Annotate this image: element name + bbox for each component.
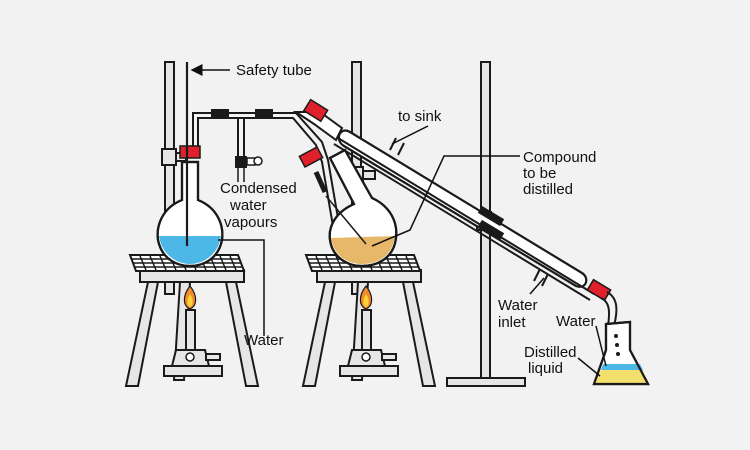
droplet (616, 352, 620, 356)
label-water: Water (244, 332, 283, 349)
tube-joint (255, 109, 273, 118)
stopper (179, 145, 201, 159)
label-compound: distilled (523, 181, 573, 198)
label-to-sink: to sink (398, 108, 442, 125)
right-burner (339, 285, 399, 377)
left-burner (163, 285, 223, 377)
stopper (298, 145, 324, 169)
label-condensed: water (229, 197, 267, 214)
label-condensed: vapours (224, 214, 277, 231)
label-distilled: Distilled (524, 344, 577, 361)
left-clamp (161, 148, 177, 166)
receiving-flask (592, 320, 650, 386)
stopper (586, 278, 612, 302)
left-rod (164, 61, 175, 295)
label-water-flask: Water (556, 313, 595, 330)
label-water-inlet: inlet (498, 314, 526, 331)
stopper (302, 98, 329, 123)
label-condensed: Condensed (220, 180, 297, 197)
label-compound: Compound (523, 149, 596, 166)
droplet (615, 343, 619, 347)
label-safety-tube: Safety tube (236, 62, 312, 79)
tube-joint (211, 109, 229, 118)
label-water-inlet: Water (498, 297, 537, 314)
label-compound: to be (523, 165, 556, 182)
right-stand-base (446, 377, 526, 387)
annotations: Safety tube to sink Compound to be disti… (190, 62, 607, 377)
distillation-flask (298, 145, 398, 268)
condenser (292, 98, 618, 327)
label-distilled: liquid (528, 360, 563, 377)
droplet (614, 334, 618, 338)
water-flask (156, 145, 224, 268)
